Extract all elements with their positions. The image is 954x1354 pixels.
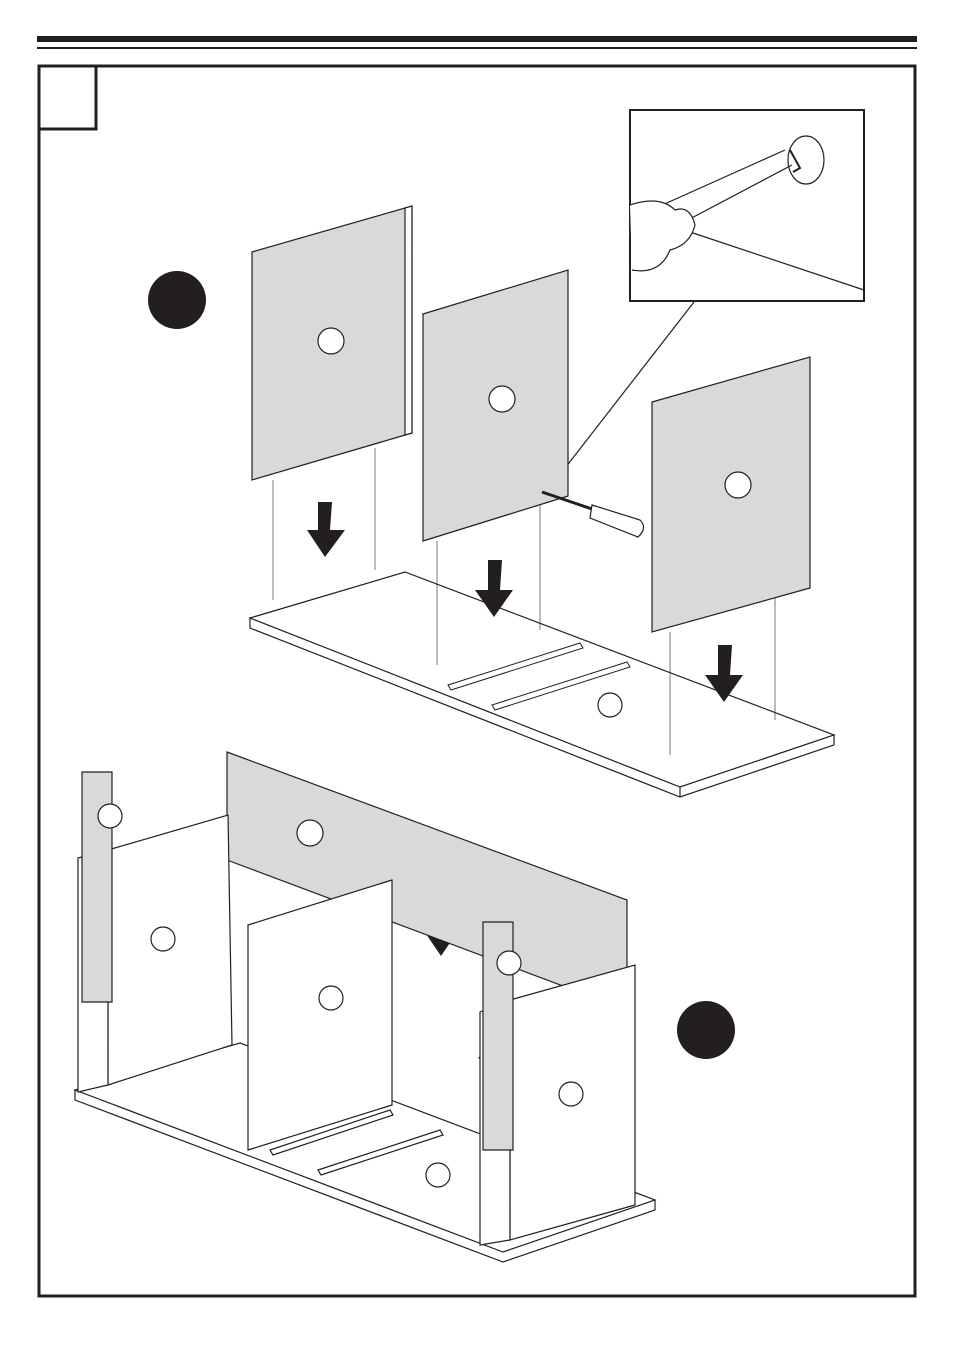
side-panel-2 (422, 269, 569, 665)
step-marker-b (677, 1001, 735, 1059)
step-frame (37, 64, 917, 1298)
screwdriver-icon (541, 490, 645, 538)
side-panel-1 (251, 205, 413, 600)
front-post (482, 921, 514, 1151)
base-panel-top (248, 571, 836, 798)
drawer-runner (447, 642, 631, 711)
cabinet-assembled (73, 751, 657, 1263)
header-rule-thick (37, 36, 917, 42)
side-panel-3 (651, 356, 811, 755)
front-post (81, 771, 113, 1003)
step-number-box (37, 64, 98, 131)
step-marker-a (148, 271, 206, 329)
header-rule-thin (37, 47, 917, 49)
detail-inset (547, 109, 865, 491)
